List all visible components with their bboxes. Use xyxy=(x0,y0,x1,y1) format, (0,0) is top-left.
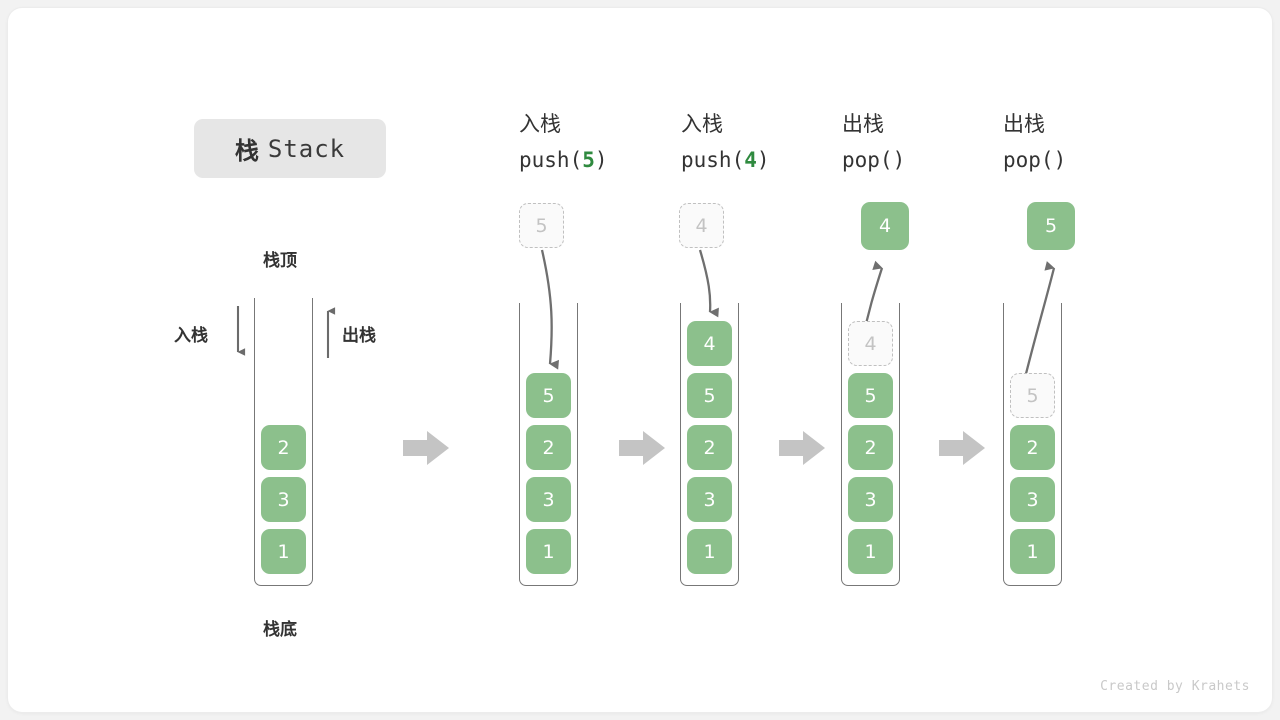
pop-label: 出栈 xyxy=(342,326,376,346)
stack-cell: 1 xyxy=(1010,529,1055,574)
step-header-push-5: 入栈 push(5) xyxy=(519,106,608,178)
code-suffix: ) xyxy=(892,148,906,172)
stack-cell: 3 xyxy=(261,477,306,522)
credit-text: Created by Krahets xyxy=(1100,679,1250,694)
stack-frame-pop-4 xyxy=(841,303,900,586)
stack-cell: 5 xyxy=(848,373,893,418)
step-header-cn: 入栈 xyxy=(681,112,723,136)
stack-cell: 2 xyxy=(848,425,893,470)
stack-frame-pop-5 xyxy=(1003,303,1062,586)
stack-cell: 1 xyxy=(261,529,306,574)
floating-ghost-cell: 4 xyxy=(679,203,724,248)
diagram-title-chip: 栈 Stack xyxy=(194,119,386,178)
stack-cell: 3 xyxy=(848,477,893,522)
stack-cell: 3 xyxy=(1010,477,1055,522)
code-prefix: push( xyxy=(681,148,745,172)
step-header-code: push(4) xyxy=(681,142,770,178)
popped-element: 4 xyxy=(861,202,909,250)
title-cn: 栈 xyxy=(234,137,259,165)
code-prefix: push( xyxy=(519,148,583,172)
stack-cell: 2 xyxy=(687,425,732,470)
step-header-push-4: 入栈 push(4) xyxy=(681,106,770,178)
stack-cell: 2 xyxy=(526,425,571,470)
arrow-overlay xyxy=(236,249,1056,465)
stack-cell: 1 xyxy=(687,529,732,574)
popped-element: 5 xyxy=(1027,202,1075,250)
floating-ghost-cell: 5 xyxy=(519,203,564,248)
stack-cell: 1 xyxy=(848,529,893,574)
stack-cell: 5 xyxy=(687,373,732,418)
step-header-pop-5: 出栈 pop() xyxy=(1003,106,1066,178)
step-header-cn: 入栈 xyxy=(519,112,561,136)
title-en: Stack xyxy=(267,134,346,163)
step-header-cn: 出栈 xyxy=(1003,112,1045,136)
stack-frame-push-4 xyxy=(680,303,739,586)
diagram-card: 栈 Stack xyxy=(8,8,1272,712)
code-prefix: pop( xyxy=(1003,148,1054,172)
stack-cell: 4 xyxy=(687,321,732,366)
stack-frame-initial xyxy=(254,298,313,586)
step-header-code: pop() xyxy=(842,142,905,178)
stack-top-label: 栈顶 xyxy=(263,251,297,271)
push-label: 入栈 xyxy=(174,326,208,346)
stack-bottom-label: 栈底 xyxy=(263,620,297,640)
stack-cell: 3 xyxy=(687,477,732,522)
stack-ghost-cell: 5 xyxy=(1010,373,1055,418)
stack-frame-push-5 xyxy=(519,303,578,586)
code-suffix: ) xyxy=(756,148,770,172)
stack-cell: 2 xyxy=(261,425,306,470)
step-header-code: pop() xyxy=(1003,142,1066,178)
step-header-code: push(5) xyxy=(519,142,608,178)
code-suffix: ) xyxy=(1053,148,1067,172)
stack-ghost-cell: 4 xyxy=(848,321,893,366)
code-arg: 4 xyxy=(744,148,757,172)
code-arg: 5 xyxy=(582,148,595,172)
stack-cell: 5 xyxy=(526,373,571,418)
stack-cell: 3 xyxy=(526,477,571,522)
stack-cell: 2 xyxy=(1010,425,1055,470)
code-suffix: ) xyxy=(594,148,608,172)
step-header-pop-4: 出栈 pop() xyxy=(842,106,905,178)
stack-cell: 1 xyxy=(526,529,571,574)
code-prefix: pop( xyxy=(842,148,893,172)
step-header-cn: 出栈 xyxy=(842,112,884,136)
